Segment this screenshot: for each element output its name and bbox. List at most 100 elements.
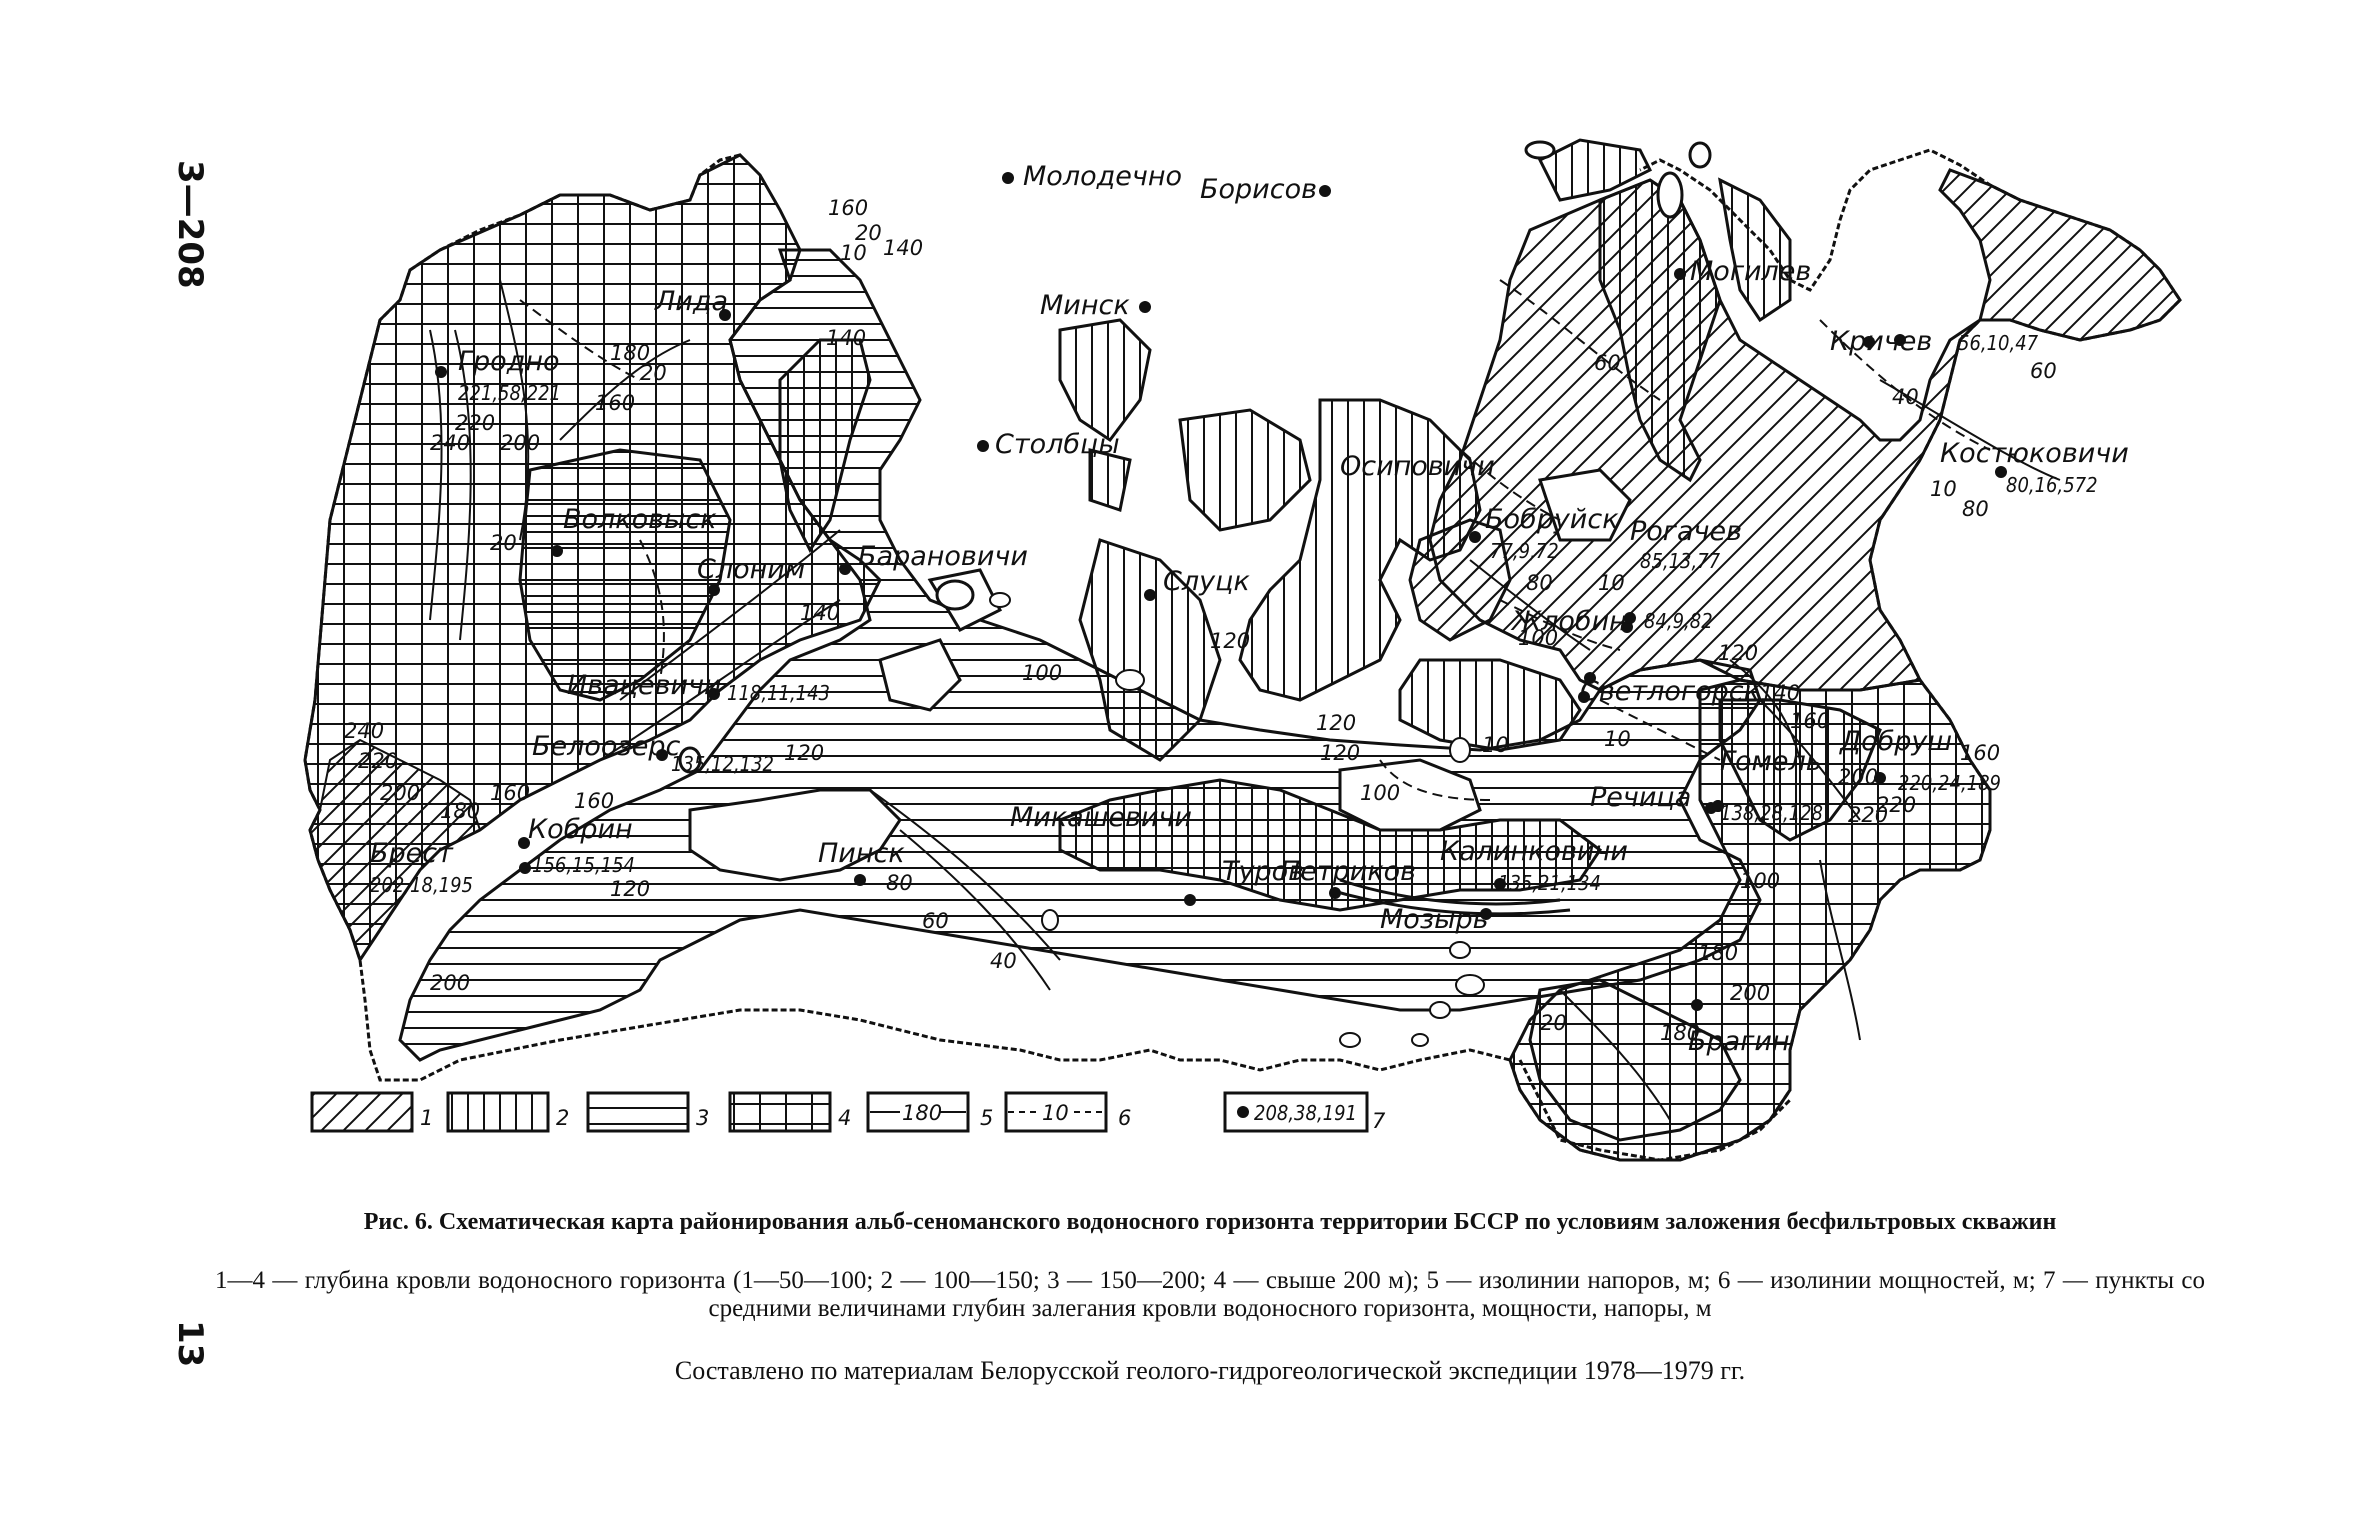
city-stolbtsy: Столбцы — [995, 429, 1120, 460]
city-ivatsevichi: Ивацевичи — [567, 670, 722, 701]
city-pinsk: Пинск — [818, 838, 905, 869]
isoline-label-42: 240 — [344, 719, 384, 743]
city-mikashevichi: Микашевичи — [1010, 802, 1192, 833]
isoline-label-17: 40 — [990, 949, 1017, 973]
city-krichev: Кричев — [1830, 326, 1932, 357]
figure-title: Рис. 6. Схематическая карта районировани… — [363, 1209, 2057, 1235]
isoline-label-40: 200 — [1730, 981, 1770, 1005]
isoline-label-49: 200 — [430, 971, 470, 995]
isoline-label-11: 140 — [826, 326, 866, 350]
city-rogachev: Рогачев — [1630, 516, 1742, 547]
isoline-label-26: 120 — [1718, 641, 1758, 665]
isoline-label-12: 140 — [800, 601, 840, 625]
city-petrikov: Петриков — [1280, 856, 1416, 887]
city-mogilev: Могилев — [1690, 256, 1811, 287]
isoline-label-13: 120 — [1210, 629, 1250, 653]
isoline-label-48: 120 — [610, 877, 650, 901]
point-beloozersk: 135,12,132 — [671, 752, 774, 776]
point-dobrush: 220,24,189 — [1898, 771, 2001, 795]
city-labels: Молодечно Борисов Минск Столбцы Осипович… — [370, 161, 2129, 1057]
city-kobrin: Кобрин — [528, 814, 633, 845]
svg-text:2: 2 — [556, 1106, 569, 1130]
isoline-label-23: 80 — [1526, 571, 1553, 595]
city-kalinkovichi: Калинковичи — [1440, 836, 1628, 867]
city-volkovysk: Волковыск — [563, 504, 717, 535]
point-bobruisk: 77,9,72 — [1490, 539, 1559, 563]
point-zhlobin: 84,9,82 — [1644, 609, 1713, 633]
city-turov: Туров — [1222, 856, 1304, 887]
isoline-label-35: 80 — [1962, 497, 1989, 521]
isoline-label-32: 40 — [1892, 385, 1919, 409]
city-markers — [435, 172, 2007, 1011]
isoline-label-16: 60 — [922, 909, 949, 933]
city-svetlogorsk: Светлогорск — [1580, 676, 1761, 707]
svg-text:5: 5 — [980, 1106, 993, 1130]
svg-text:3: 3 — [696, 1106, 709, 1130]
isoline-label-27: 140 — [1760, 681, 1800, 705]
isoline-label-6: 240 — [430, 431, 470, 455]
isoline-label-47: 160 — [574, 789, 614, 813]
point-kalinkovichi: 135,21,134 — [1498, 871, 1601, 895]
isoline-label-24: 10 — [1598, 571, 1625, 595]
isoline-label-25: 100 — [1518, 626, 1558, 650]
isoline-label-39: 180 — [1698, 941, 1738, 965]
city-minsk: Минск — [1040, 290, 1130, 321]
city-dobrush: Добруш — [1839, 726, 1952, 757]
city-rechitsa: Речица — [1590, 782, 1691, 813]
isoline-label-44: 200 — [380, 781, 420, 805]
isoline-label-34: 10 — [1930, 477, 1957, 501]
isoline-label-4: 180 — [610, 341, 650, 365]
point-brest: 202,18,195 — [370, 873, 473, 897]
svg-text:6: 6 — [1118, 1106, 1131, 1130]
south-border — [1518, 1059, 1792, 1162]
city-kostyukovichi: Костюковичи — [1940, 438, 2129, 469]
isoline-label-19: 100 — [1360, 781, 1400, 805]
zone-west — [303, 153, 882, 964]
point-rogachev: 85,13,77 — [1640, 549, 1721, 573]
svg-text:10: 10 — [1042, 1101, 1069, 1125]
isoline-label-36: 10 — [1604, 727, 1631, 751]
blank-areas — [678, 140, 1712, 1048]
isoline-label-14: 100 — [1022, 661, 1062, 685]
point-labels: 221,58,221 77,9,72 85,13,77 84,9,82 56,1… — [370, 331, 2098, 897]
isoline-label-38: 160 — [1960, 741, 2000, 765]
isoline-label-21: 10 — [1482, 733, 1509, 757]
isoline-label-9: 20 — [490, 531, 517, 555]
isoline-label-43: 220 — [358, 749, 398, 773]
isoline-label-7: 220 — [455, 411, 495, 435]
point-ivatsevichi: 118,11,143 — [727, 681, 830, 705]
isoline-label-3: 140 — [883, 236, 923, 260]
figure-legend-text: 1—4 — глубина кровли водоносного горизон… — [215, 1267, 2205, 1322]
svg-text:208,38,191: 208,38,191 — [1254, 1101, 1357, 1125]
isoline-label-46: 160 — [490, 781, 530, 805]
zone-east — [1408, 138, 2182, 1162]
city-mozyr: Мозырь — [1380, 904, 1489, 935]
isolines — [429, 279, 2061, 1121]
isoline-label-15: 80 — [886, 871, 913, 895]
city-bobruisk: Бобруйск — [1485, 504, 1619, 535]
city-gomel: Гомель — [1720, 746, 1822, 777]
isoline-label-0: 160 — [828, 196, 868, 220]
svg-text:7: 7 — [1372, 1109, 1386, 1133]
city-baranovichi: Барановичи — [858, 541, 1028, 572]
isoline-label-45: 180 — [440, 799, 480, 823]
svg-text:180: 180 — [902, 1101, 942, 1125]
isoline-label-1: 20 — [855, 221, 882, 245]
isoline-label-33: 60 — [2030, 359, 2057, 383]
city-beloozersk: Белоозерс — [532, 731, 681, 762]
isoline-label-37: 120 — [1316, 711, 1356, 735]
isoline-label-2: 10 — [840, 241, 867, 265]
svg-text:4: 4 — [838, 1106, 851, 1130]
isoline-label-30: 220 — [1876, 793, 1916, 817]
map-legend: 1 2 3 4 180 5 10 6 208,38,191 7 — [310, 1091, 1386, 1133]
city-zhlobin: Жлобин — [1510, 606, 1627, 637]
svg-text:1: 1 — [420, 1106, 433, 1130]
city-grodno: Гродно — [458, 346, 560, 377]
city-slonim: Слоним — [697, 554, 805, 585]
isoline-label-51: 180 — [1660, 1021, 1700, 1045]
point-gomel: 138,28,128 — [1720, 801, 1823, 825]
city-borisov: Борисов — [1200, 174, 1317, 205]
city-osipovichi: Осиповичи — [1340, 451, 1495, 482]
isoline-labels: 160 20 10 140 180 20 240 220 200 20 160 … — [344, 196, 2057, 1045]
